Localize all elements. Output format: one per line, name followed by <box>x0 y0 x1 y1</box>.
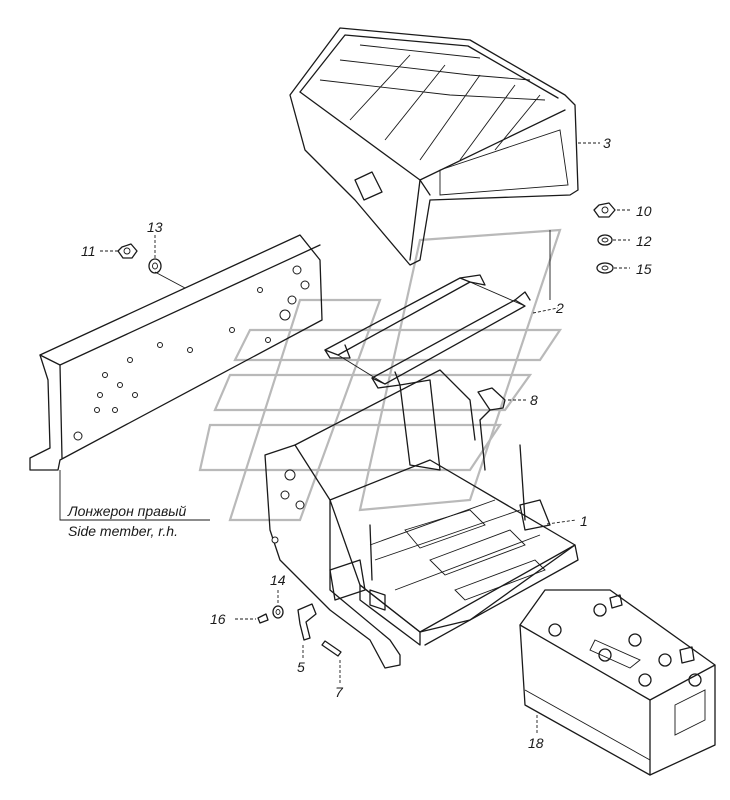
side-member-rh <box>29 234 323 471</box>
callout-15: 15 <box>636 261 652 277</box>
callout-13: 13 <box>147 219 163 235</box>
side-member-holes <box>73 265 310 441</box>
latch-handle-part-5 <box>297 603 317 641</box>
callout-12: 12 <box>636 233 652 249</box>
screw-part-16 <box>257 613 269 624</box>
washer-part-13 <box>148 258 162 274</box>
nut-part-10 <box>593 202 616 218</box>
watermark-logo <box>198 228 563 522</box>
hold-down-frame-part-2 <box>324 274 531 389</box>
callout-1: 1 <box>580 513 588 529</box>
callout-18: 18 <box>528 735 544 751</box>
pin-part-7 <box>321 640 342 657</box>
callout-2: 2 <box>555 300 564 316</box>
callout-7: 7 <box>335 684 344 700</box>
washer-part-15 <box>596 262 614 274</box>
nut-part-11 <box>117 243 138 259</box>
side-member-caption: Лонжерон правый Side member, r.h. <box>67 503 187 539</box>
callout-3: 3 <box>603 135 611 151</box>
caption-ru: Лонжерон правый <box>67 503 187 519</box>
callout-8: 8 <box>530 392 538 408</box>
bolt-part-8 <box>477 387 506 421</box>
battery-terminals <box>548 594 702 687</box>
battery-cover-part-3 <box>289 27 579 266</box>
callout-16: 16 <box>210 611 226 627</box>
callout-10: 10 <box>636 203 652 219</box>
leader-lines <box>59 142 630 733</box>
callout-11: 11 <box>81 243 96 259</box>
callout-14: 14 <box>270 572 286 588</box>
callout-labels: 1 2 3 5 7 8 10 11 12 13 14 15 16 18 <box>81 135 652 751</box>
washer-part-14 <box>272 605 284 619</box>
washer-part-12 <box>597 234 613 246</box>
caption-en: Side member, r.h. <box>68 523 178 539</box>
callout-5: 5 <box>297 659 305 675</box>
battery-part-18 <box>519 589 716 776</box>
battery-tray-part-1 <box>264 369 579 669</box>
